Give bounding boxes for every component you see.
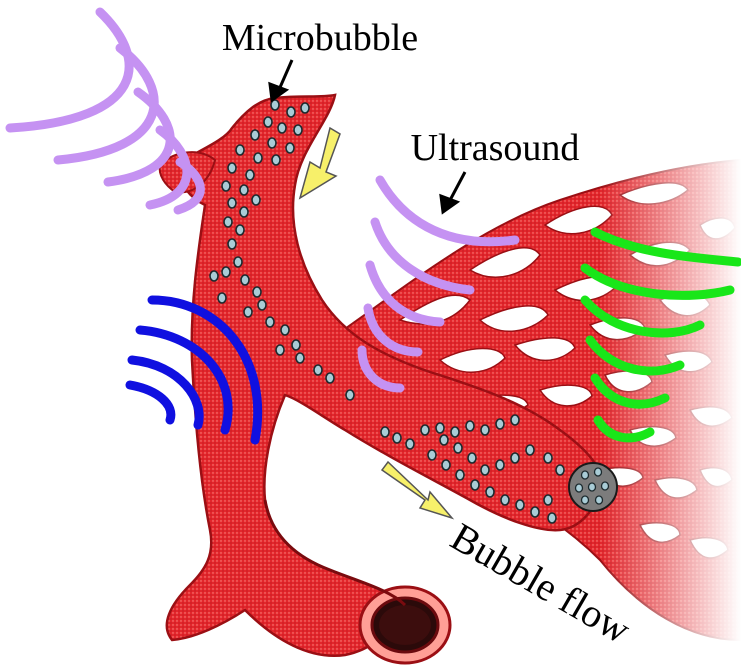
microbubble-label: Microbubble — [222, 17, 418, 59]
bubble-cluster — [569, 463, 617, 511]
pointer-arrow-icon — [441, 172, 465, 212]
ultrasound-label: Ultrasound — [411, 127, 580, 169]
pointer-arrow-icon — [270, 60, 292, 100]
